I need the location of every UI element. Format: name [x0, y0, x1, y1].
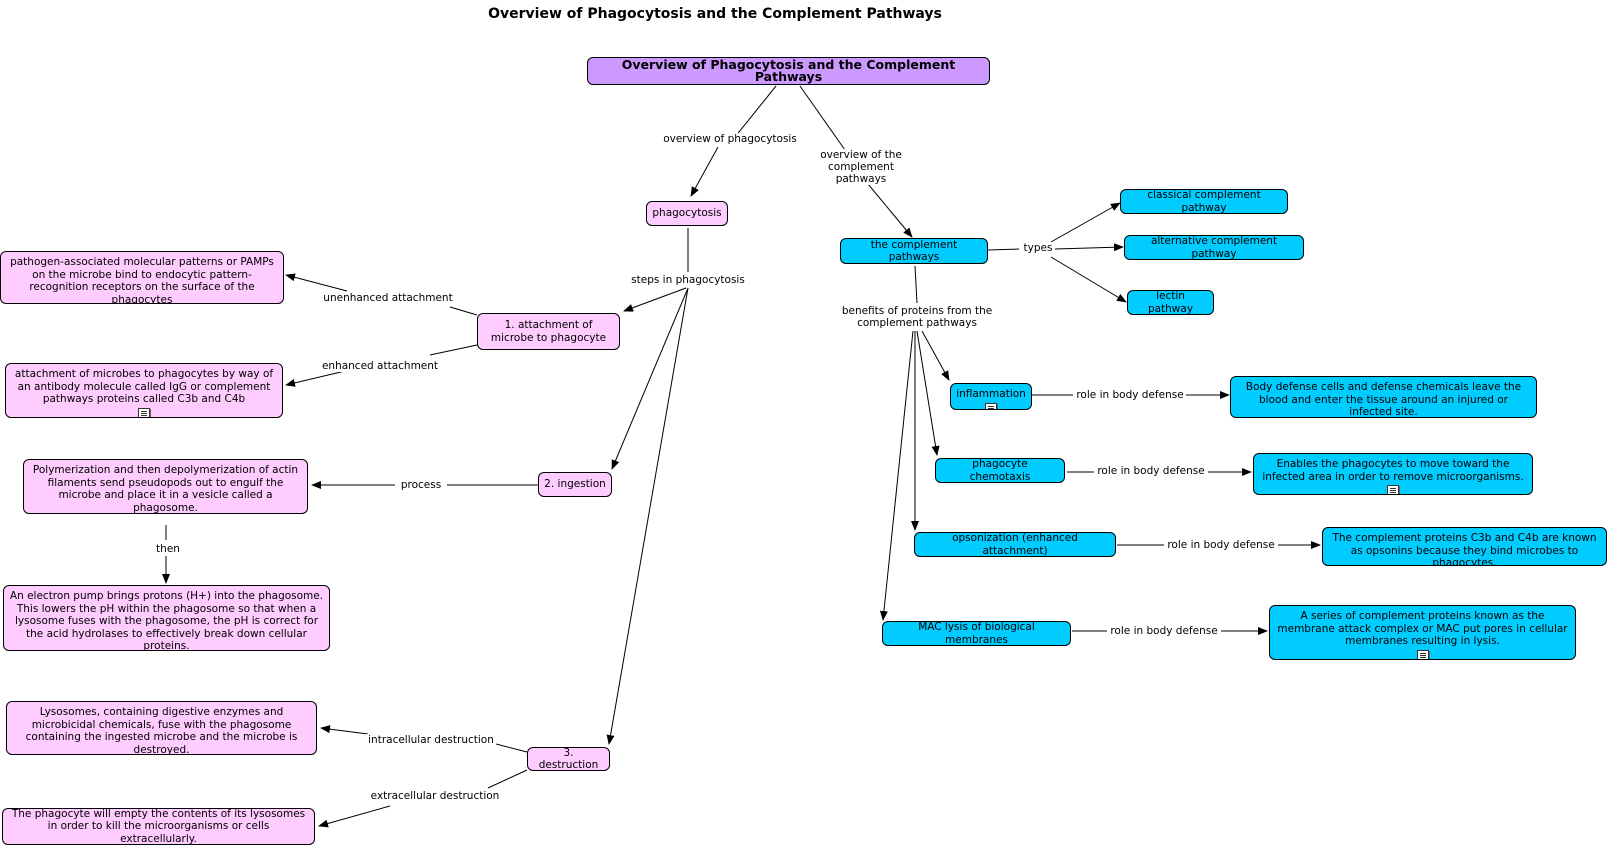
chemotaxis-label: phagocyte chemotaxis	[969, 458, 1031, 483]
link-label-intracellular-destruction: intracellular destruction	[366, 734, 496, 746]
chemotaxis-description-node[interactable]: Enables the phagocytes to move toward th…	[1253, 453, 1533, 495]
pamps-description-node[interactable]: pathogen-associated molecular patterns o…	[0, 251, 284, 304]
igg-description-text: attachment of microbes to phagocytes by …	[14, 368, 274, 405]
link-label-role-inflammation: role in body defense	[1074, 389, 1186, 401]
link-label-steps-in-phagocytosis: steps in phagocytosis	[629, 274, 747, 286]
destruction-step-node[interactable]: 3. destruction	[527, 747, 610, 771]
root-concept-node[interactable]: Overview of Phagocytosis and the Complem…	[587, 57, 990, 85]
root-concept-label: Overview of Phagocytosis and the Complem…	[621, 57, 956, 84]
alternative-pathway-node[interactable]: alternative complement pathway	[1124, 235, 1304, 260]
alternative-pathway-label: alternative complement pathway	[1150, 235, 1278, 260]
inflammation-description-text: Body defense cells and defense chemicals…	[1245, 381, 1522, 418]
link-label-benefits: benefits of proteins from the complement…	[835, 305, 999, 329]
inflammation-description-node[interactable]: Body defense cells and defense chemicals…	[1230, 376, 1537, 418]
attachment-step-node[interactable]: 1. attachment of microbe to phagocyte	[477, 313, 620, 350]
ingestion-step-label: 2. ingestion	[544, 478, 606, 491]
destruction-step-label: 3. destruction	[538, 747, 599, 771]
electron-pump-description-node[interactable]: An electron pump brings protons (H+) int…	[3, 585, 330, 651]
electron-pump-description-text: An electron pump brings protons (H+) int…	[9, 590, 324, 651]
opsonization-label: opsonization (enhanced attachment)	[952, 532, 1078, 557]
link-label-role-opsonization: role in body defense	[1165, 539, 1277, 551]
classical-pathway-label: classical complement pathway	[1147, 189, 1261, 214]
lectin-pathway-label: lectin pathway	[1147, 290, 1194, 315]
ingestion-step-node[interactable]: 2. ingestion	[538, 472, 612, 497]
mac-lysis-node[interactable]: MAC lysis of biological membranes	[882, 621, 1071, 646]
link-label-then: then	[154, 543, 182, 555]
link-label-role-chemotaxis: role in body defense	[1095, 465, 1207, 477]
mac-lysis-label: MAC lysis of biological membranes	[918, 621, 1035, 646]
lysosomes-description-text: Lysosomes, containing digestive enzymes …	[25, 706, 298, 755]
link-label-types: types	[1021, 242, 1055, 254]
chemotaxis-node[interactable]: phagocyte chemotaxis	[935, 458, 1065, 483]
igg-description-node[interactable]: attachment of microbes to phagocytes by …	[5, 363, 283, 418]
attachment-step-label: 1. attachment of microbe to phagocyte	[490, 319, 607, 344]
page-title: Overview of Phagocytosis and the Complem…	[488, 6, 942, 22]
note-icon[interactable]	[1416, 649, 1429, 659]
polymerization-description-text: Polymerization and then depolymerization…	[32, 464, 299, 514]
polymerization-description-node[interactable]: Polymerization and then depolymerization…	[23, 459, 308, 514]
opsonization-description-node[interactable]: The complement proteins C3b and C4b are …	[1322, 527, 1607, 566]
note-icon[interactable]	[138, 407, 150, 417]
link-label-unenhanced-attachment: unenhanced attachment	[321, 292, 455, 304]
phagocytosis-node[interactable]: phagocytosis	[646, 201, 728, 226]
link-label-overview-of-phagocytosis: overview of phagocytosis	[661, 133, 799, 145]
note-icon[interactable]	[1387, 485, 1399, 494]
chemotaxis-description-text: Enables the phagocytes to move toward th…	[1262, 458, 1524, 483]
link-label-enhanced-attachment: enhanced attachment	[319, 360, 441, 372]
lectin-pathway-node[interactable]: lectin pathway	[1127, 290, 1214, 315]
complement-pathways-label: the complement pathways	[870, 238, 958, 263]
mac-description-text: A series of complement proteins known as…	[1277, 610, 1568, 647]
link-label-process: process	[398, 479, 444, 491]
link-label-role-mac: role in body defense	[1108, 625, 1220, 637]
opsonization-node[interactable]: opsonization (enhanced attachment)	[914, 532, 1116, 557]
inflammation-label: inflammation	[956, 388, 1026, 400]
inflammation-node[interactable]: inflammation	[950, 383, 1032, 410]
link-label-overview-of-complement: overview of the complement pathways	[803, 149, 919, 185]
extracellular-description-node[interactable]: The phagocyte will empty the contents of…	[2, 808, 315, 845]
link-label-extracellular-destruction: extracellular destruction	[368, 790, 502, 802]
classical-pathway-node[interactable]: classical complement pathway	[1120, 189, 1288, 214]
complement-pathways-node[interactable]: the complement pathways	[840, 238, 988, 264]
lysosomes-description-node[interactable]: Lysosomes, containing digestive enzymes …	[6, 701, 317, 755]
pamps-description-text: pathogen-associated molecular patterns o…	[10, 256, 274, 304]
mac-description-node[interactable]: A series of complement proteins known as…	[1269, 605, 1576, 660]
opsonization-description-text: The complement proteins C3b and C4b are …	[1332, 532, 1597, 566]
extracellular-description-text: The phagocyte will empty the contents of…	[11, 808, 306, 845]
phagocytosis-label: phagocytosis	[652, 207, 722, 220]
note-icon[interactable]	[985, 402, 997, 409]
